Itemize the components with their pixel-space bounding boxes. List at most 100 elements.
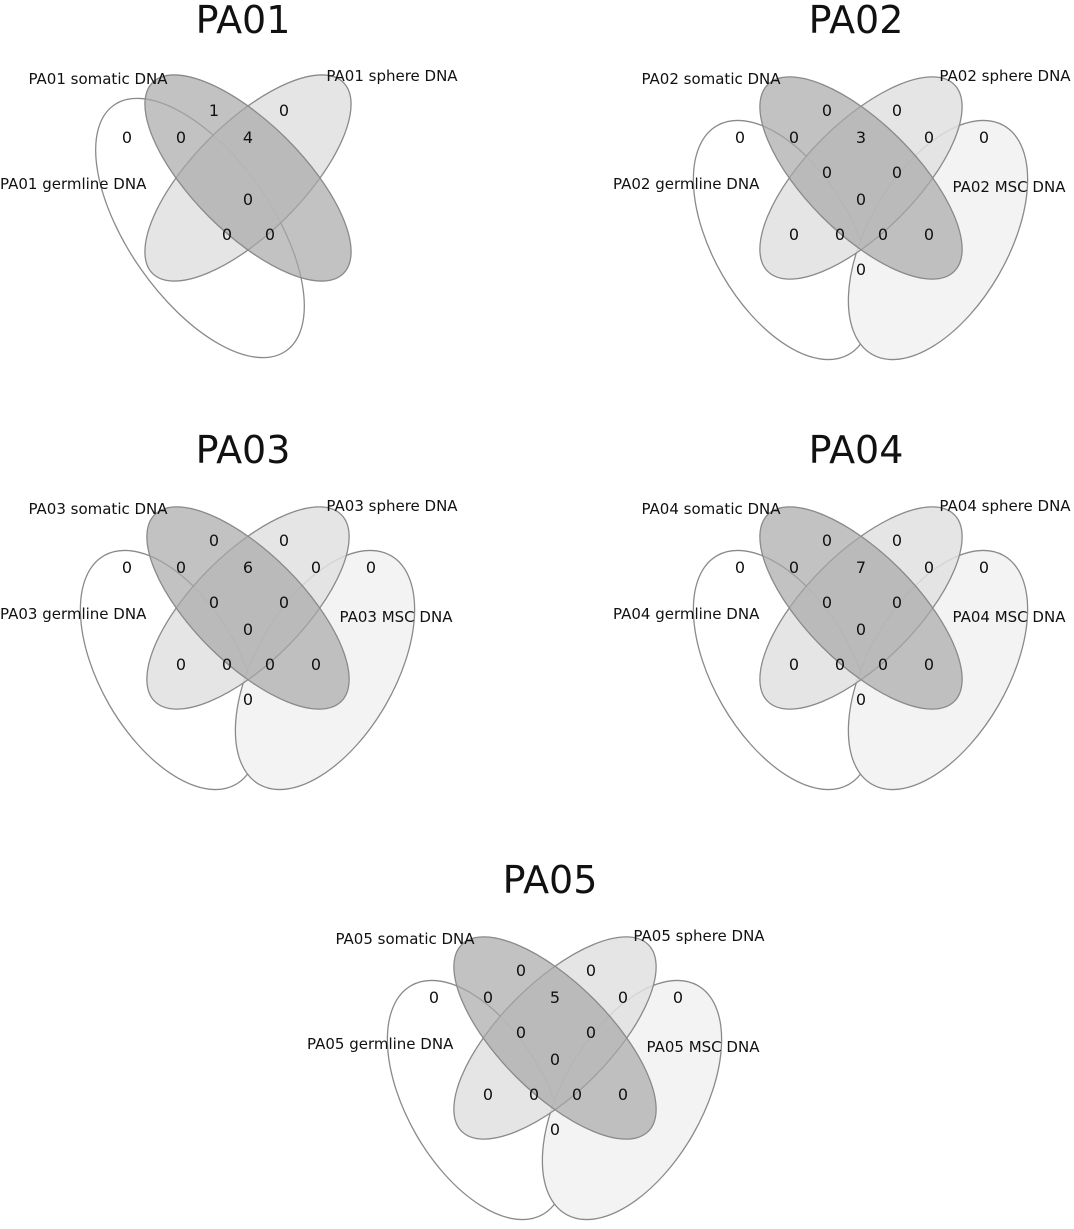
count-germline-somatic-msc: 0 <box>572 1085 582 1104</box>
count-sphere-only: 0 <box>586 961 596 980</box>
count-germline-only: 0 <box>122 558 132 577</box>
panel-title: PA02 <box>809 0 904 42</box>
count-somatic-sphere-msc: 0 <box>892 593 902 612</box>
msc-set-label: PA04 MSC DNA <box>953 608 1067 626</box>
count-germline-somatic-msc: 0 <box>878 225 888 244</box>
count-somatic-only: 0 <box>209 531 219 550</box>
somatic-set-ellipse <box>453 936 657 1140</box>
count-germline-sphere-msc: 0 <box>222 655 232 674</box>
sphere-set-label: PA01 sphere DNA <box>326 67 458 85</box>
count-germline-sphere-msc: 0 <box>529 1085 539 1104</box>
germline-set-label: PA02 germline DNA <box>613 175 760 193</box>
count-germline-somatic-sphere: 0 <box>822 593 832 612</box>
count-all-four: 0 <box>550 1050 560 1069</box>
count-somatic-sphere: 3 <box>856 128 866 147</box>
count-germline-somatic: 0 <box>483 988 493 1007</box>
count-germline-sphere-msc: 0 <box>835 225 845 244</box>
somatic-set-ellipse <box>146 506 350 710</box>
panel-title: PA04 <box>809 428 904 472</box>
somatic-set-ellipse <box>144 74 352 282</box>
count-germline-only: 0 <box>735 128 745 147</box>
count-msc-only: 0 <box>673 988 683 1007</box>
msc-set-label: PA03 MSC DNA <box>340 608 454 626</box>
count-somatic-sphere-msc: 0 <box>586 1023 596 1042</box>
count-somatic-only: 0 <box>516 961 526 980</box>
count-germline-only: 0 <box>735 558 745 577</box>
germline-set-label: PA01 germline DNA <box>0 175 147 193</box>
count-germline-msc: 0 <box>550 1120 560 1139</box>
count-germline-only: 0 <box>429 988 439 1007</box>
count-germline-somatic-msc: 0 <box>878 655 888 674</box>
msc-set-label: PA02 MSC DNA <box>953 178 1067 196</box>
count-germline-msc: 0 <box>856 260 866 279</box>
panel-title: PA01 <box>196 0 291 42</box>
count-germline-somatic: 0 <box>789 558 799 577</box>
count-msc-only: 0 <box>366 558 376 577</box>
count-sphere-msc: 0 <box>311 558 321 577</box>
count-somatic-only: 1 <box>209 101 219 120</box>
msc-set-label: PA05 MSC DNA <box>647 1038 761 1056</box>
count-somatic-msc: 0 <box>924 225 934 244</box>
count-germline-msc: 0 <box>856 690 866 709</box>
count-germline-somatic-sphere: 0 <box>265 225 275 244</box>
germline-set-label: PA05 germline DNA <box>307 1035 454 1053</box>
count-msc-only: 0 <box>979 558 989 577</box>
count-germline-somatic: 0 <box>176 558 186 577</box>
count-all-four: 0 <box>856 620 866 639</box>
somatic-set-label: PA01 somatic DNA <box>28 70 168 88</box>
count-somatic-sphere: 7 <box>856 558 866 577</box>
germline-set-label: PA03 germline DNA <box>0 605 147 623</box>
somatic-set-label: PA02 somatic DNA <box>641 70 781 88</box>
count-somatic-sphere: 6 <box>243 558 253 577</box>
count-all-four: 0 <box>856 190 866 209</box>
count-somatic-only: 0 <box>822 101 832 120</box>
count-sphere-only: 0 <box>892 531 902 550</box>
count-msc-only: 0 <box>979 128 989 147</box>
panel-title: PA03 <box>196 428 291 472</box>
count-somatic-sphere: 4 <box>243 128 253 147</box>
count-sphere-only: 0 <box>279 101 289 120</box>
count-germline-somatic: 0 <box>176 128 186 147</box>
somatic-set-label: PA04 somatic DNA <box>641 500 781 518</box>
sphere-set-label: PA03 sphere DNA <box>326 497 458 515</box>
count-germline-sphere: 0 <box>789 225 799 244</box>
somatic-set-label: PA03 somatic DNA <box>28 500 168 518</box>
count-somatic-sphere-msc: 0 <box>892 163 902 182</box>
count-somatic-sphere: 5 <box>550 988 560 1007</box>
count-somatic-only: 0 <box>822 531 832 550</box>
count-germline-somatic: 0 <box>789 128 799 147</box>
count-germline-somatic-sphere: 0 <box>822 163 832 182</box>
sphere-set-label: PA04 sphere DNA <box>939 497 1071 515</box>
count-germline-msc: 0 <box>243 690 253 709</box>
sphere-set-label: PA02 sphere DNA <box>939 67 1071 85</box>
count-sphere-only: 0 <box>892 101 902 120</box>
count-germline-sphere-msc: 0 <box>835 655 845 674</box>
panel-title: PA05 <box>503 858 598 902</box>
count-germline-only: 0 <box>122 128 132 147</box>
count-sphere-msc: 0 <box>924 128 934 147</box>
somatic-set-ellipse <box>759 76 963 280</box>
count-sphere-msc: 0 <box>924 558 934 577</box>
count-somatic-msc: 0 <box>311 655 321 674</box>
count-somatic-sphere-msc: 0 <box>279 593 289 612</box>
count-all-three: 0 <box>243 190 253 209</box>
count-somatic-msc: 0 <box>924 655 934 674</box>
germline-set-label: PA04 germline DNA <box>613 605 760 623</box>
count-germline-sphere: 0 <box>222 225 232 244</box>
somatic-set-ellipse <box>759 506 963 710</box>
count-germline-sphere: 0 <box>789 655 799 674</box>
count-all-four: 0 <box>243 620 253 639</box>
count-germline-sphere: 0 <box>176 655 186 674</box>
count-sphere-msc: 0 <box>618 988 628 1007</box>
count-germline-somatic-sphere: 0 <box>516 1023 526 1042</box>
somatic-set-label: PA05 somatic DNA <box>335 930 475 948</box>
count-sphere-only: 0 <box>279 531 289 550</box>
count-germline-somatic-msc: 0 <box>265 655 275 674</box>
sphere-set-label: PA05 sphere DNA <box>633 927 765 945</box>
